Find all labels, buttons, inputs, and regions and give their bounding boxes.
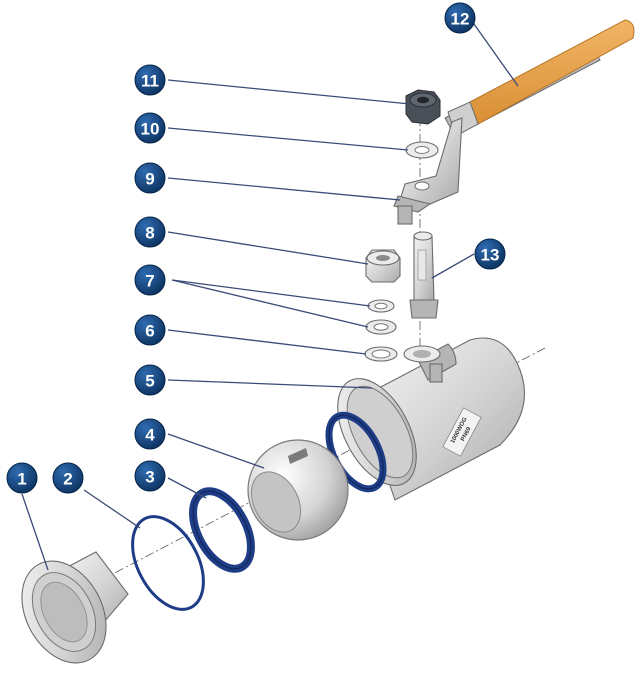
callout-number-5: 5: [145, 372, 154, 391]
leader-lines: [21, 23, 519, 571]
callout-number-7: 7: [145, 272, 154, 291]
callout-badge-5: 5: [134, 364, 166, 396]
gland-nut-part: [365, 249, 401, 283]
leader-8: [167, 231, 369, 265]
handle-part: [393, 19, 635, 225]
callout-number-2: 2: [63, 470, 72, 489]
leader-2: [83, 489, 141, 529]
leader-11: [167, 79, 411, 105]
ball-part: [247, 439, 349, 541]
callout-badge-13: 13: [474, 238, 506, 270]
leader-7a: [171, 279, 371, 307]
body-seal-part: [131, 515, 205, 611]
callout-circle-6: [134, 314, 166, 346]
leader-3: [167, 477, 207, 499]
callout-circle-10: [134, 112, 166, 144]
callout-number-8: 8: [145, 224, 154, 243]
leader-10: [167, 127, 409, 151]
callout-badge-12: 12: [444, 2, 476, 34]
left-seat-part: [189, 487, 255, 573]
nut-part: [405, 89, 441, 125]
callout-badge-6: 6: [134, 314, 166, 346]
callout-badge-9: 9: [134, 162, 166, 194]
callout-badge-7: 7: [134, 264, 166, 296]
leader-9: [167, 177, 401, 201]
packing-rings-part: [365, 299, 397, 335]
leader-7b: [171, 279, 369, 328]
callout-number-10: 10: [141, 120, 160, 139]
leader-5: [167, 379, 373, 389]
callout-circle-9: [134, 162, 166, 194]
leader-12: [473, 23, 519, 87]
callout-number-11: 11: [141, 72, 159, 91]
callout-badge-1: 1: [6, 462, 38, 494]
leader-6: [167, 329, 367, 355]
callout-number-6: 6: [145, 322, 154, 341]
callout-circle-13: [474, 238, 506, 270]
callout-circle-1: [6, 462, 38, 494]
callout-circle-12: [444, 2, 476, 34]
callout-number-4: 4: [145, 426, 155, 445]
thrust-washer-part: [364, 346, 398, 362]
callout-circle-3: [134, 460, 166, 492]
callout-badge-2: 2: [52, 462, 84, 494]
end-cap-part: [21, 551, 129, 664]
callout-circle-8: [134, 216, 166, 248]
callout-circle-11: [134, 64, 166, 96]
callout-number-9: 9: [145, 170, 154, 189]
washer-part: [405, 141, 439, 159]
callout-badge-11: 11: [134, 64, 166, 96]
valve-body-part: 1000WOG PN69: [337, 337, 526, 501]
callout-badge-10: 10: [134, 112, 166, 144]
callout-circle-5: [134, 364, 166, 396]
stem-part: [409, 231, 439, 319]
leader-4: [167, 433, 265, 469]
callout-badge-4: 4: [134, 418, 166, 450]
callout-number-1: 1: [17, 470, 26, 489]
callout-circle-2: [52, 462, 84, 494]
callout-circle-4: [134, 418, 166, 450]
callout-number-13: 13: [481, 246, 500, 265]
callout-number-12: 12: [451, 10, 470, 29]
callout-circle-7: [134, 264, 166, 296]
callout-badge-3: 3: [134, 460, 166, 492]
callout-badge-8: 8: [134, 216, 166, 248]
handle-grip: [469, 19, 635, 125]
leader-1: [21, 493, 49, 571]
leader-13: [431, 253, 475, 279]
callout-number-3: 3: [145, 468, 154, 487]
